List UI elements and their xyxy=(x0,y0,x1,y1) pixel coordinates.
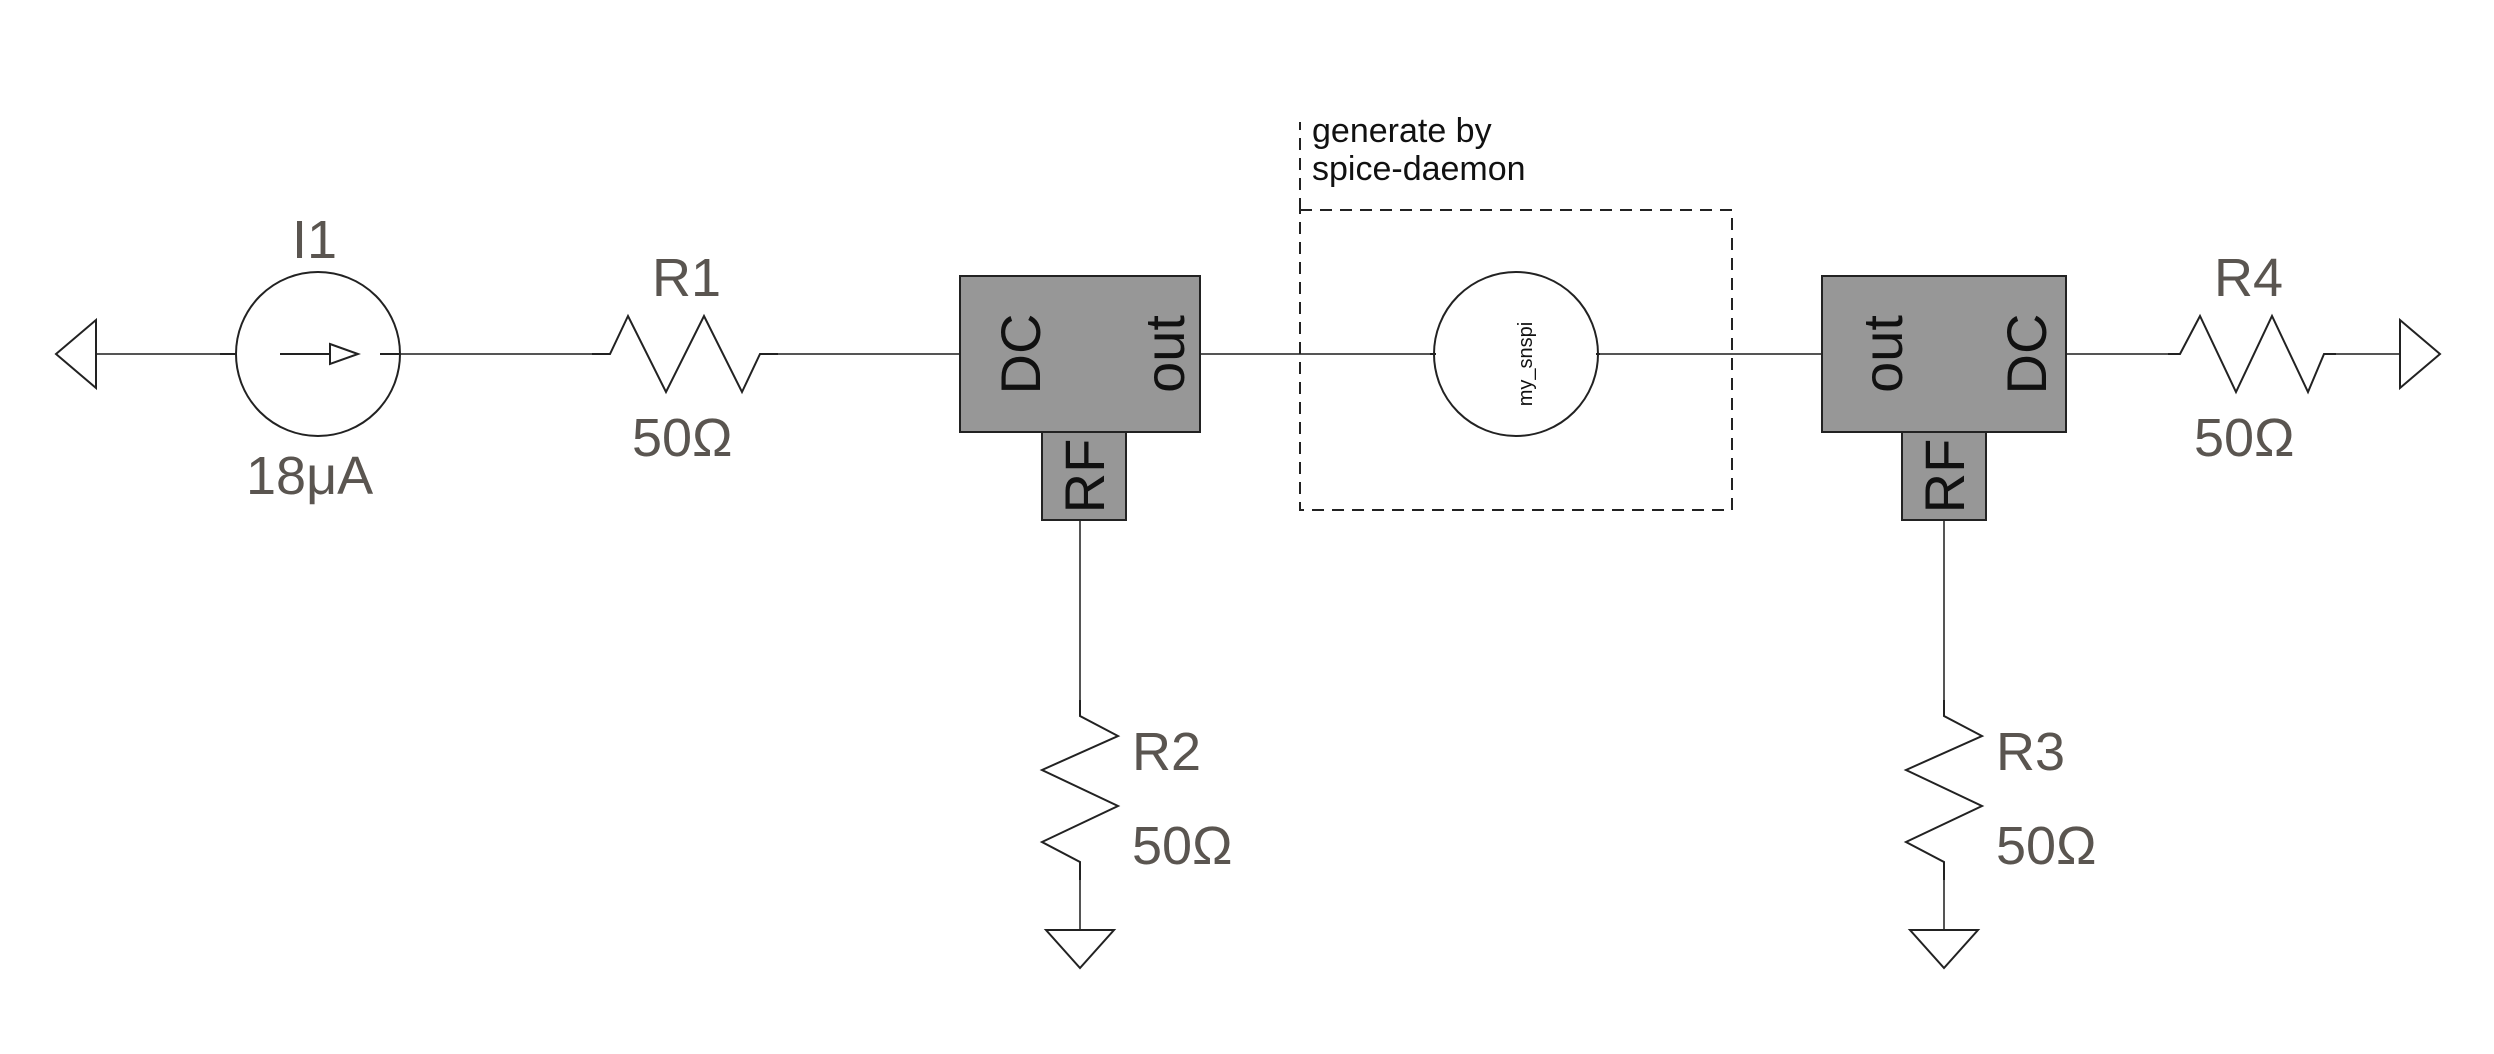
bias-tee-2-rf-label: RF xyxy=(1913,439,1976,514)
resistor-r3: R3 50Ω xyxy=(1903,700,2096,880)
resistor-r1-icon xyxy=(592,313,778,395)
resistor-r4-icon xyxy=(2168,313,2336,395)
resistor-r3-icon xyxy=(1903,700,1985,880)
resistor-r2: R2 50Ω xyxy=(1039,700,1232,880)
resistor-r2-icon xyxy=(1039,700,1121,880)
r3-name: R3 xyxy=(1996,722,2065,782)
i1-value: 18μA xyxy=(246,446,373,506)
r1-value: 50Ω xyxy=(632,408,732,468)
current-source-i1: I1 18μA xyxy=(220,210,401,506)
bias-tee-2-dc-label: DC xyxy=(1995,314,2058,395)
bias-tee-1-rf-port xyxy=(1041,431,1127,521)
bias-tee-2: out DC RF xyxy=(1821,275,2067,521)
annotation-line-2: spice-daemon xyxy=(1312,150,1526,188)
bias-tee-1-rf-label: RF xyxy=(1053,439,1116,514)
ground-r2-icon xyxy=(1043,929,1117,970)
bias-tee-2-rf-port xyxy=(1901,431,1987,521)
bias-tee-2-body xyxy=(1821,275,2067,433)
annotation-line-1: generate by xyxy=(1312,112,1492,150)
wires xyxy=(96,353,2400,930)
bias-tee-1-out-label: out xyxy=(1133,315,1196,393)
resistor-r1: R1 50Ω xyxy=(592,248,778,468)
device-my-snspi: my_snspi xyxy=(1430,271,1600,437)
r3-value: 50Ω xyxy=(1996,816,2096,876)
bias-tee-1-body xyxy=(959,275,1201,433)
i1-name: I1 xyxy=(292,210,337,270)
device-name: my_snspi xyxy=(1515,322,1537,406)
bias-tee-2-out-label: out xyxy=(1851,315,1914,393)
r4-value: 50Ω xyxy=(2194,408,2294,468)
ground-left-icon xyxy=(54,317,97,391)
resistor-r4: R4 50Ω xyxy=(2168,248,2336,468)
r2-value: 50Ω xyxy=(1132,816,1232,876)
ground-right-icon xyxy=(2399,317,2442,391)
r2-name: R2 xyxy=(1132,722,1201,782)
generated-block-border xyxy=(1299,209,1733,511)
generated-block: generate by spice-daemon xyxy=(1299,112,1733,511)
r4-name: R4 xyxy=(2214,248,2283,308)
r1-name: R1 xyxy=(652,248,721,308)
bias-tee-1: DC out RF xyxy=(959,275,1201,521)
bias-tee-1-dc-label: DC xyxy=(989,314,1052,395)
ground-r3-icon xyxy=(1907,929,1981,970)
